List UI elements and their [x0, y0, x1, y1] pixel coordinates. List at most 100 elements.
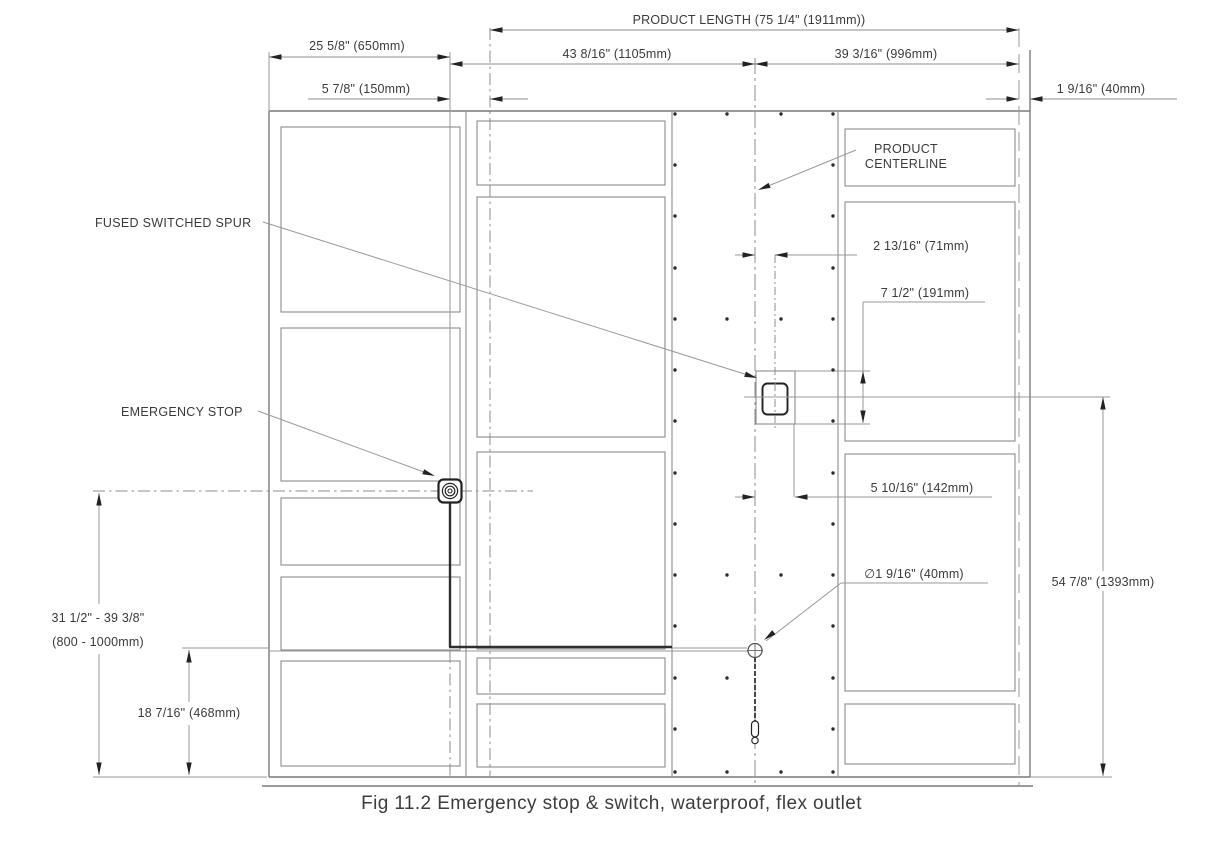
arrowhead [742, 61, 755, 67]
dim-outlet-offset: 5 10/16" (142mm) [871, 481, 974, 495]
dim-small-right: 1 9/16" (40mm) [1057, 82, 1146, 96]
emergency-stop-ring-inner [444, 485, 456, 497]
dim-spur-height: 7 1/2" (191mm) [881, 286, 970, 300]
arrowhead [450, 61, 463, 67]
dim-cable-height: 18 7/16" (468mm) [138, 706, 241, 720]
panel-rect [280, 126, 461, 313]
text-backgrounds [30, 571, 1172, 725]
arrowhead [1030, 96, 1043, 102]
arrowhead [742, 494, 755, 500]
fixing-dot [673, 368, 677, 372]
arrowhead [1006, 96, 1019, 102]
fixing-dot [831, 676, 835, 680]
fixing-dot [673, 266, 677, 270]
dim-estop-range-1: 31 1/2" - 39 3/8" [52, 611, 145, 625]
fixing-dot [673, 419, 677, 423]
emergency-stop-symbol [437, 478, 463, 504]
fixing-dot [779, 317, 783, 321]
fixing-dot [673, 676, 677, 680]
panel-rect [280, 576, 461, 651]
fixing-dot [779, 770, 783, 774]
fixing-dot [673, 214, 677, 218]
arrowhead [186, 650, 192, 663]
panel-rect [280, 327, 461, 482]
arrowhead [437, 54, 450, 60]
dim-height-to-spur: 54 7/8" (1393mm) [1052, 575, 1155, 589]
panel-rect [280, 497, 461, 566]
text-bg [121, 702, 257, 725]
fixing-dot [831, 214, 835, 218]
emergency-stop-ring-outer [441, 482, 459, 500]
arrowhead [758, 182, 771, 190]
cord-end-plug [750, 720, 760, 738]
symbols [437, 370, 796, 745]
arrowhead [437, 96, 450, 102]
fixing-dot [673, 471, 677, 475]
arrowhead [490, 96, 503, 102]
fixing-dot [831, 317, 835, 321]
panel-rect [844, 453, 1016, 692]
arrowhead [742, 252, 755, 258]
arrowhead [860, 371, 866, 384]
arrowhead [1100, 763, 1106, 776]
panel-rect [476, 657, 666, 695]
annotations: PRODUCT LENGTH (75 1/4" (1911mm)) 25 5/8… [52, 13, 1155, 720]
cord-end-tip [751, 736, 759, 745]
panel-rect [476, 120, 666, 186]
arrowhead [744, 371, 757, 378]
dim-center-left: 43 8/16" (1105mm) [562, 47, 671, 61]
fixing-dot [725, 112, 729, 116]
arrowhead [269, 54, 282, 60]
arrowhead [795, 494, 808, 500]
fixing-dot [831, 368, 835, 372]
wall-structure [93, 28, 1177, 787]
dim-center-right: 39 3/16" (996mm) [835, 47, 938, 61]
dim-outlet-diameter: ∅1 9/16" (40mm) [864, 567, 964, 581]
panel-rect [844, 128, 1016, 187]
fixing-dot [831, 770, 835, 774]
flex-outlet-symbol [747, 642, 763, 745]
fixing-dot [673, 770, 677, 774]
leader-fused-spur [262, 221, 755, 378]
emergency-stop-center [447, 488, 453, 494]
arrowhead [186, 762, 192, 775]
fixing-points [673, 112, 835, 774]
detail-centerlines [744, 255, 1110, 430]
fixing-dot [831, 624, 835, 628]
fixing-dot [831, 522, 835, 526]
figure-caption: Fig 11.2 Emergency stop & switch, waterp… [361, 793, 862, 814]
arrowhead [755, 61, 768, 67]
dim-spur-horizontal-offset: 2 13/16" (71mm) [873, 239, 969, 253]
panel-rect [844, 201, 1016, 442]
fixing-dot [725, 317, 729, 321]
dim-product-length: PRODUCT LENGTH (75 1/4" (1911mm)) [633, 13, 866, 27]
fixing-dot [779, 112, 783, 116]
arrowhead [1100, 397, 1106, 410]
panel-rect [844, 703, 1016, 765]
panel-rect [280, 660, 461, 767]
fixing-dot [673, 727, 677, 731]
text-bg [30, 604, 167, 654]
arrowhead [422, 469, 435, 476]
fixing-dot [725, 573, 729, 577]
fixing-dot [725, 770, 729, 774]
dim-estop-range-2: (800 - 1000mm) [52, 635, 144, 649]
fixing-dot [673, 163, 677, 167]
label-emergency-stop: EMERGENCY STOP [121, 405, 243, 419]
arrowhead [96, 762, 102, 775]
label-product-centerline-1: PRODUCT [874, 142, 938, 156]
fixing-dot [831, 419, 835, 423]
dim-left-offset: 25 5/8" (650mm) [309, 39, 405, 53]
arrowhead [1006, 61, 1019, 67]
leader-outlet-diagonal [765, 582, 842, 642]
arrowhead [490, 27, 503, 33]
fixing-dot [673, 522, 677, 526]
panel-rect [476, 703, 666, 768]
label-fused-switched-spur: FUSED SWITCHED SPUR [95, 216, 251, 230]
fixing-dot [673, 573, 677, 577]
fixing-dot [831, 163, 835, 167]
fixing-dot [831, 727, 835, 731]
fixing-dot [831, 266, 835, 270]
arrowhead [860, 410, 866, 423]
leader-emergency-stop [257, 410, 433, 476]
